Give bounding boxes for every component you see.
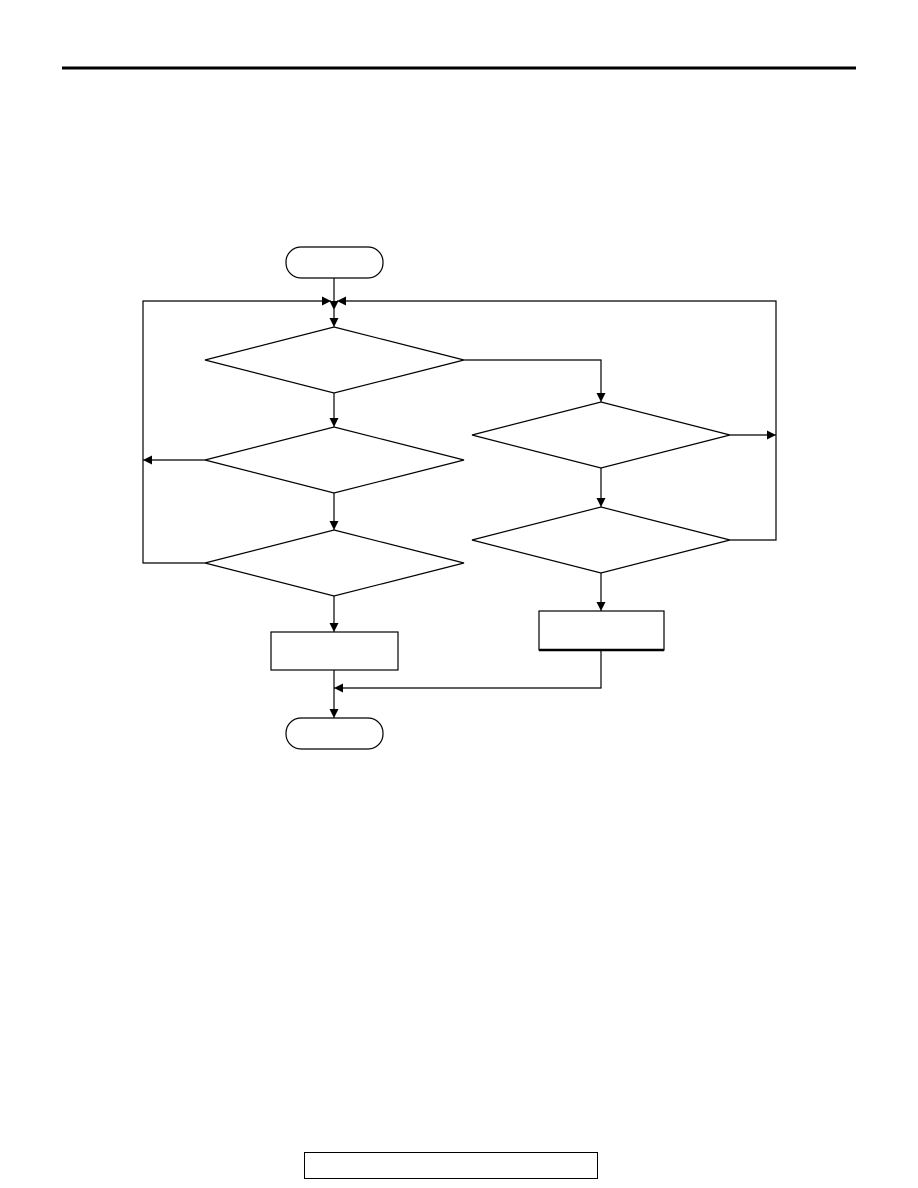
decision-1 (204, 326, 465, 394)
footer-box (304, 1152, 598, 1179)
connector-left-loop (142, 296, 331, 564)
connector-process-2-to-merge (334, 650, 602, 693)
process-2 (538, 610, 665, 652)
end-terminal (285, 717, 384, 750)
decision-5 (471, 506, 731, 574)
connector-decision-1-to-decision-4 (464, 359, 606, 402)
decision-4 (471, 401, 731, 469)
start-terminal (285, 246, 384, 279)
decision-3 (204, 529, 465, 597)
decision-2 (204, 426, 465, 494)
connector-right-loop (337, 296, 777, 541)
process-1 (270, 631, 399, 671)
